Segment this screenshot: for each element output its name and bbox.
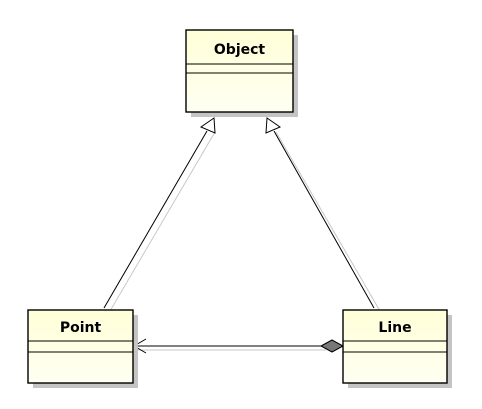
generalization-line-object[interactable] — [265, 117, 375, 309]
class-point[interactable]: Point — [27, 309, 138, 388]
relationship-shadows — [109, 131, 381, 351]
class-name: Object — [214, 42, 266, 58]
hollow-triangle-arrowhead-icon — [199, 117, 216, 134]
generalization-line — [273, 130, 375, 309]
generalization-line — [103, 130, 208, 309]
class-box — [27, 309, 134, 384]
generalization-point-object[interactable] — [103, 117, 216, 309]
class-name: Point — [60, 320, 102, 336]
composition-line-point[interactable] — [133, 338, 345, 354]
class-box — [342, 309, 448, 384]
hollow-triangle-arrowhead-icon — [265, 117, 282, 134]
class-box — [185, 29, 294, 113]
class-object[interactable]: Object — [185, 29, 298, 117]
class-name: Line — [378, 320, 411, 336]
class-line[interactable]: Line — [342, 309, 452, 388]
